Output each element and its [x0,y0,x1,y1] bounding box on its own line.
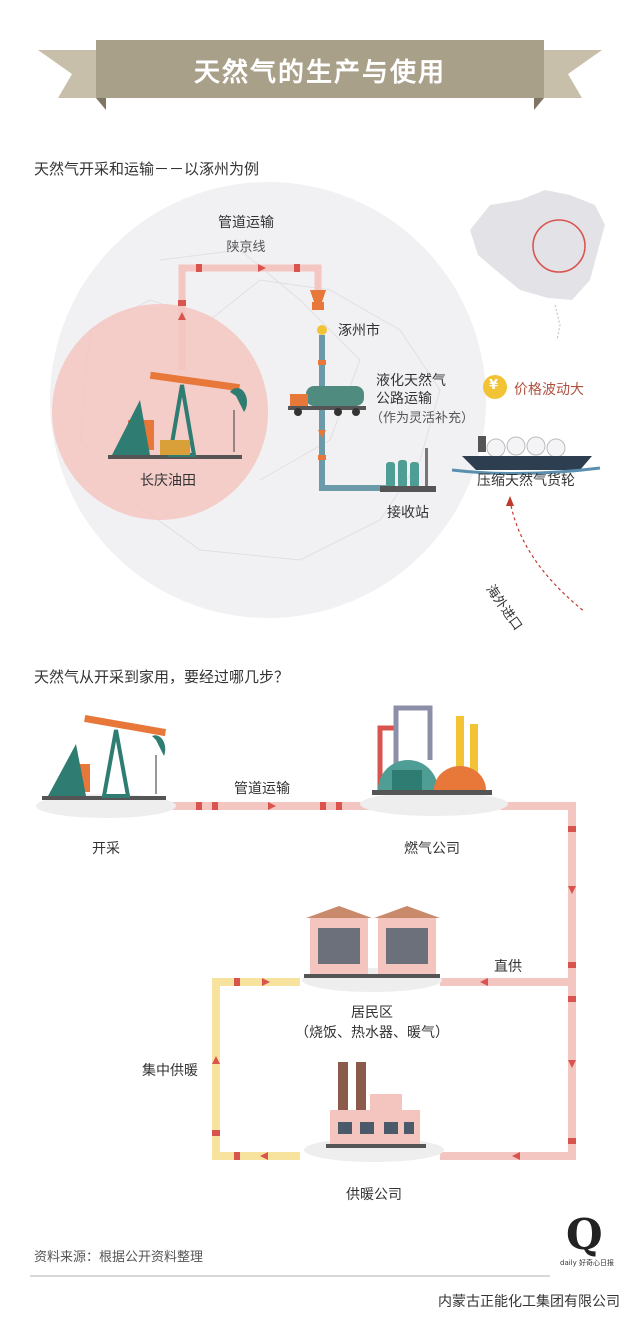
lng-label-2: 公路运输 [376,391,432,407]
residential-usage-label: （烧饭、热水器、暖气） [295,1025,449,1041]
receiving-station-icon [380,448,436,492]
source-note: 资料来源：根据公开资料整理 [34,1250,204,1265]
pipeline-label: 管道运输 [218,215,274,231]
page-title: 天然气的生产与使用 [193,58,446,88]
gas-company-icon [360,705,508,816]
mining-pump-icon [36,714,176,818]
heating-company-icon [304,1062,444,1162]
receiving-station-label: 接收站 [387,505,429,521]
heating-company-label: 供暖公司 [346,1187,402,1203]
watermark-label: 内蒙古正能化工集团有限公司 [438,1294,620,1310]
city-label: 涿州市 [338,323,380,339]
yen-coin-icon [483,375,507,399]
residential-label: 居民区 [351,1005,393,1021]
lng-truck-icon [288,386,366,416]
pipeline-heating [212,978,300,1160]
lng-label-3: （作为灵活补充） [370,411,475,426]
pipeline-line-label: 陕京线 [226,240,266,255]
pipeline-supply [172,802,576,1160]
oil-pump-icon [108,371,248,459]
section1-title: 天然气开采和运输－－以涿州为例 [34,160,260,178]
pipeline-label-2: 管道运输 [234,781,290,797]
pipeline-shaanjing [178,264,326,370]
section2-title: 天然气从开采到家用，要经过哪几步？ [34,668,290,686]
oilfield-highlight [52,304,268,520]
direct-supply-label: 直供 [494,959,522,975]
tanker-ship-icon [451,436,601,476]
gas-company-label: 燃气公司 [404,841,460,857]
yen-symbol: ¥ [489,378,499,393]
qdaily-logo: Q [566,1210,603,1259]
import-route [509,499,586,613]
title-banner [38,40,602,110]
lng-label-1: 液化天然气 [376,373,446,389]
qdaily-logo-sub: daily 好奇心日报 [560,1259,614,1267]
mining-label: 开采 [92,841,120,857]
tanker-label: 压缩天然气货轮 [477,473,575,489]
china-mini-map [470,190,605,341]
price-label: 价格波动大 [514,382,584,398]
residential-icon [302,906,442,992]
central-heating-label: 集中供暖 [142,1063,198,1079]
oilfield-label: 长庆油田 [140,473,196,489]
